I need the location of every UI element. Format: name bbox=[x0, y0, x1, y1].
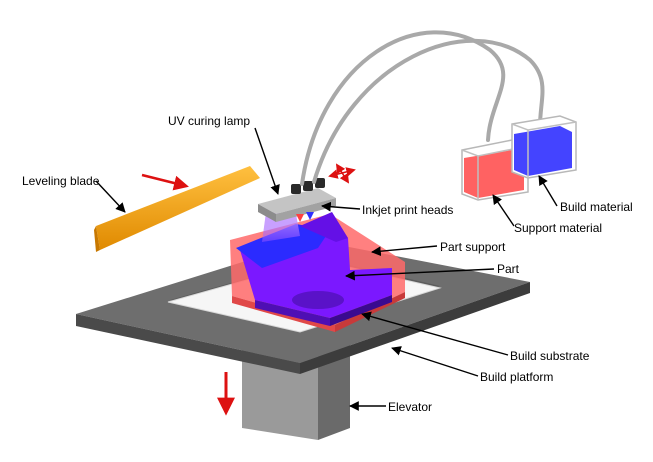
head-motion-arrows bbox=[328, 163, 356, 184]
support-material-leader bbox=[492, 194, 515, 227]
build-substrate-label: Build substrate bbox=[510, 349, 590, 363]
support-material-label: Support material bbox=[514, 221, 603, 235]
build-substrate-leader bbox=[361, 311, 509, 356]
feed-tubes bbox=[300, 30, 545, 186]
part bbox=[236, 212, 392, 326]
part-support-leader bbox=[371, 245, 438, 257]
leveling-blade bbox=[94, 166, 260, 252]
print-heads-leader bbox=[321, 201, 361, 212]
part-support-label: Part support bbox=[440, 240, 506, 254]
part-leader bbox=[345, 268, 495, 281]
blade-motion-arrow bbox=[141, 173, 189, 191]
leveling-blade-label: Leveling blade bbox=[22, 174, 100, 188]
print-head-carriage bbox=[258, 178, 336, 222]
inkjet-print-heads-label: Inkjet print heads bbox=[362, 203, 454, 217]
build-material-container bbox=[511, 115, 577, 179]
inkjet-nozzles bbox=[296, 212, 314, 222]
build-material-label: Build material bbox=[560, 200, 633, 214]
build-material-leader bbox=[538, 175, 558, 207]
uv-curing-lamp-label: UV curing lamp bbox=[168, 114, 251, 128]
uv-lamp-leader bbox=[254, 127, 280, 195]
elevator-label: Elevator bbox=[388, 400, 433, 414]
build-platform-leader bbox=[391, 346, 479, 377]
part-label: Part bbox=[497, 262, 520, 276]
build-platform-label: Build platform bbox=[480, 370, 554, 384]
leveling-blade-leader bbox=[95, 180, 126, 213]
